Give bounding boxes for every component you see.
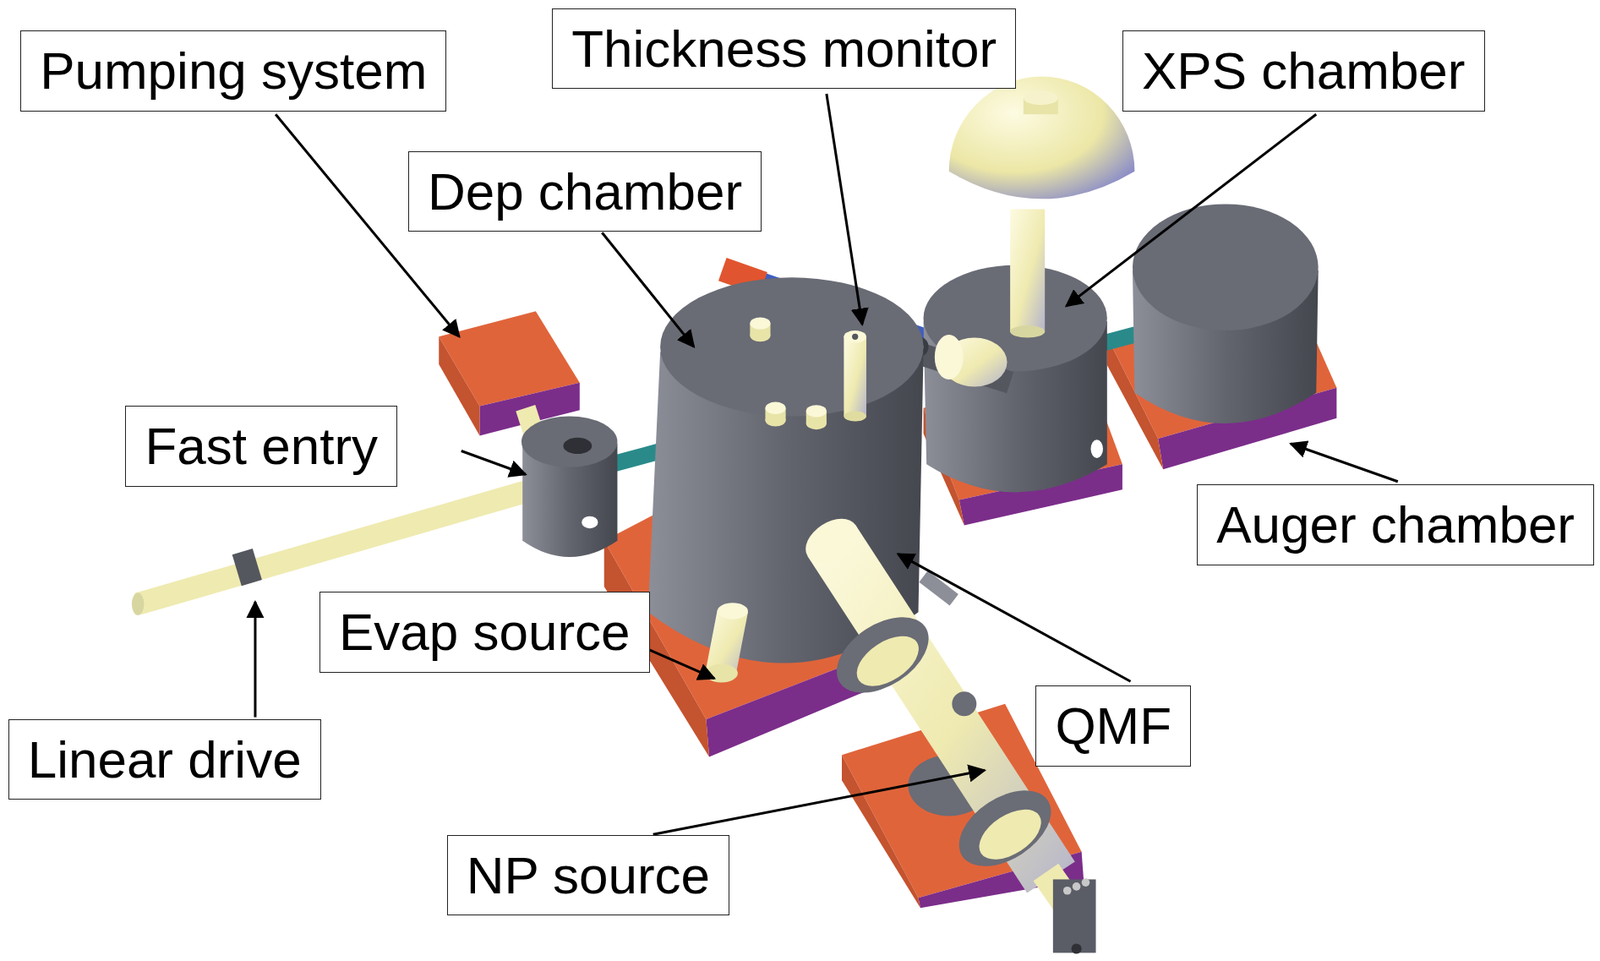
deposition-chamber-cylinder-part: [717, 602, 749, 619]
np-source-qmf-tube-part: [808, 524, 1076, 893]
deposition-chamber-cylinder-part: [704, 664, 738, 683]
leader-arrows-part: [897, 553, 1131, 682]
label-box: Thickness monitor: [551, 8, 1016, 89]
deposition-chamber-cylinder-part: [806, 404, 827, 417]
deposition-chamber-cylinder-part: [764, 414, 786, 426]
label-text: Evap source: [338, 601, 631, 662]
label-text: Pumping system: [39, 40, 427, 101]
np-source-qmf-tube-part: [847, 626, 928, 697]
connecting-tubes-part: [236, 563, 257, 570]
deposition-chamber-cylinder-part: [806, 417, 827, 430]
leader-arrows: [255, 93, 1398, 835]
leader-arrows-part: [253, 601, 257, 717]
xps-chamber-cylinder-part: [934, 334, 964, 380]
fast-entry-cylinder-part: [562, 437, 592, 454]
label-text: XPS chamber: [1141, 40, 1466, 101]
label-box: Dep chamber: [408, 151, 762, 232]
xps-chamber-cylinder-part: [1010, 325, 1045, 338]
support-bases-part: [438, 336, 480, 436]
xps-chamber-cylinder-part: [1010, 208, 1045, 332]
label-box: Linear drive: [8, 719, 322, 800]
np-source-qmf-tube-part: [1072, 882, 1082, 891]
deposition-chamber-cylinder-part: [923, 576, 955, 601]
label-text: Auger chamber: [1216, 494, 1575, 555]
leader-arrows-part: [1290, 443, 1398, 482]
xps-chamber-cylinder-part: [1090, 439, 1103, 459]
fast-entry-cylinder-part: [581, 516, 598, 529]
np-source-qmf-tube-part: [1053, 879, 1097, 953]
leader-arrows-part: [601, 232, 694, 347]
np-source-qmf-tube-part: [1063, 886, 1072, 896]
label-text: Linear drive: [27, 729, 302, 790]
xps-chamber-cylinder-part: [1023, 90, 1059, 105]
label-box: Auger chamber: [1196, 484, 1595, 565]
label-text: Fast entry: [144, 415, 378, 476]
np-source-qmf-tube-part: [823, 601, 943, 709]
connecting-tubes-part: [131, 592, 144, 616]
leader-arrows-part: [461, 450, 526, 475]
label-text: Thickness monitor: [571, 18, 997, 79]
deposition-chamber-cylinder-part: [749, 316, 770, 329]
label-box: Fast entry: [125, 405, 398, 487]
label-text: NP source: [466, 845, 710, 906]
xps-chamber-cylinder: [897, 76, 1135, 492]
np-source-qmf-tube-part: [1071, 943, 1082, 954]
fast-entry-cylinder: [521, 415, 618, 557]
label-box: Evap source: [319, 591, 650, 672]
label-box: NP source: [447, 835, 730, 916]
label-text: QMF: [1054, 695, 1172, 756]
auger-chamber-cylinder-part: [1132, 203, 1319, 331]
deposition-chamber-cylinder-part: [843, 410, 867, 421]
label-box: XPS chamber: [1122, 30, 1486, 111]
deposition-chamber-cylinder-part: [749, 329, 770, 342]
deposition-chamber-cylinder-part: [851, 333, 858, 340]
deposition-chamber-cylinder-part: [843, 336, 867, 416]
np-source-qmf-tube-part: [1081, 878, 1091, 887]
label-box: QMF: [1035, 685, 1191, 766]
np-source-qmf-tube-part: [945, 775, 1065, 882]
label-text: Dep chamber: [427, 161, 743, 222]
np-source-qmf-tube-part: [951, 691, 977, 716]
np-source-qmf-tube-part: [797, 509, 866, 572]
xps-chamber-cylinder-part: [949, 76, 1136, 199]
deposition-chamber-cylinder-part: [764, 402, 786, 415]
leader-arrows-part: [653, 769, 985, 835]
leader-arrows-part: [1066, 114, 1317, 306]
label-box: Pumping system: [20, 30, 447, 111]
auger-chamber-cylinder: [1132, 203, 1319, 424]
connecting-tubes-part: [137, 491, 526, 605]
support-bases-part: [841, 754, 921, 908]
leader-arrows-part: [826, 93, 863, 325]
deposition-chamber-cylinder-part: [843, 330, 867, 343]
np-source-qmf-tube-part: [970, 799, 1050, 870]
deposition-chamber-cylinder-part: [660, 277, 923, 416]
fast-entry-cylinder-part: [521, 415, 618, 467]
